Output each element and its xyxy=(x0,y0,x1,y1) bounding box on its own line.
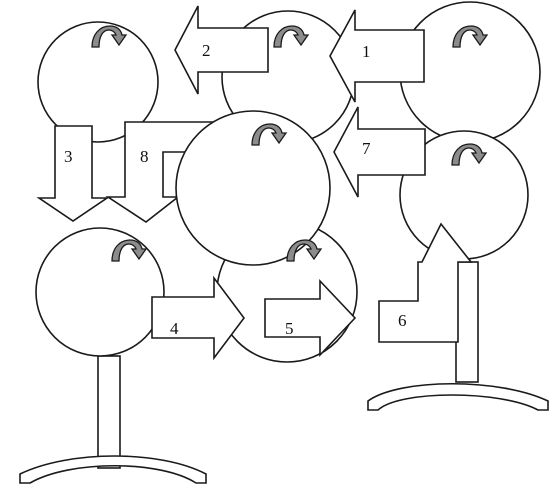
circle-bottom-left xyxy=(36,228,164,356)
step-label-5: 5 xyxy=(285,319,294,338)
step-label-8: 8 xyxy=(140,147,149,166)
step-label-1: 1 xyxy=(362,42,371,61)
stand-bottom-left xyxy=(20,356,206,483)
step-label-7: 7 xyxy=(362,139,371,158)
step-label-3: 3 xyxy=(64,147,73,166)
stand-right-stem xyxy=(456,262,478,382)
step-label-6: 6 xyxy=(398,311,407,330)
step-label-2: 2 xyxy=(202,41,211,60)
step-label-4: 4 xyxy=(170,319,179,338)
stand-bottom-right xyxy=(368,384,548,410)
